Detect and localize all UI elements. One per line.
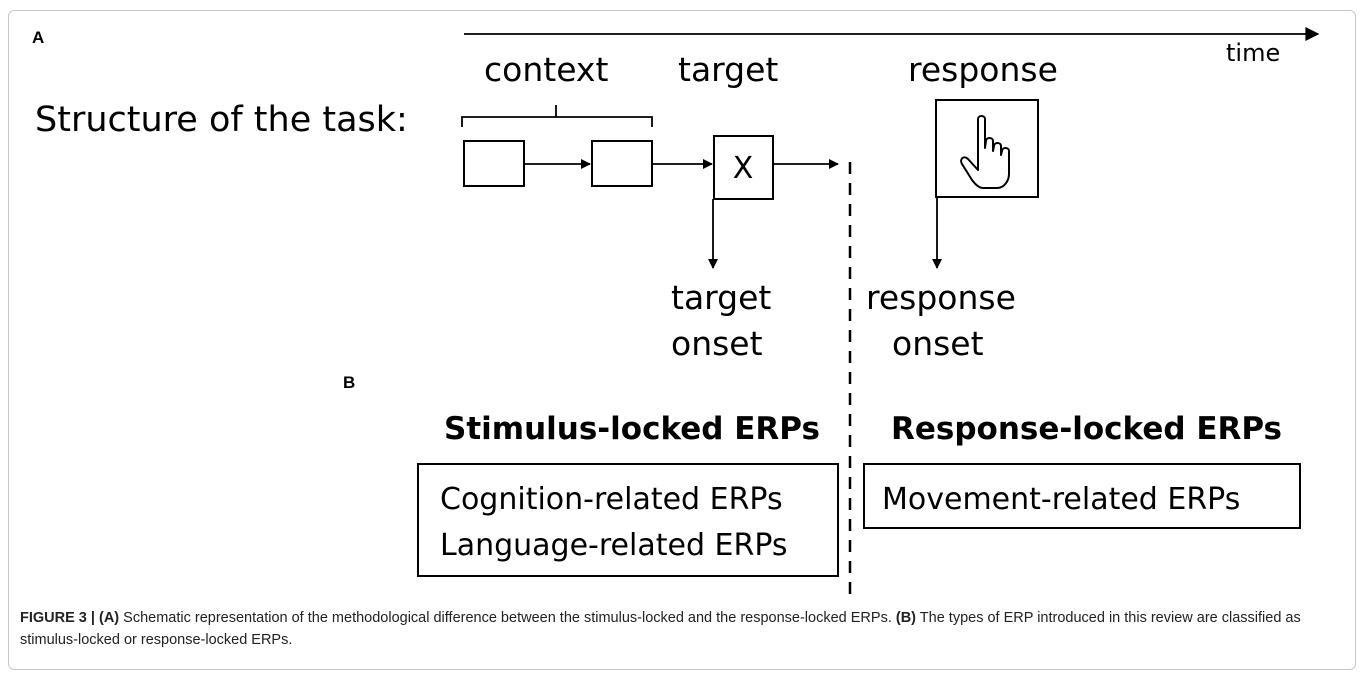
caption-figure-label: FIGURE 3 | xyxy=(20,610,95,626)
stimulus-locked-heading: Stimulus-locked ERPs xyxy=(444,411,820,447)
figure-caption: FIGURE 3 | (A) Schematic representation … xyxy=(20,607,1340,651)
context-brace xyxy=(461,105,653,127)
task-structure-diagram: A B time Structure of the task: context … xyxy=(32,27,1320,595)
target-box xyxy=(713,135,774,200)
target-onset-line2: onset xyxy=(671,324,763,363)
figure-frame xyxy=(8,10,1356,670)
target-label: target xyxy=(678,50,778,89)
caption-part-b-tag: (B) xyxy=(895,610,917,626)
response-erp-box xyxy=(863,463,1301,529)
panel-b-letter: B xyxy=(343,373,355,392)
time-label: time xyxy=(1226,39,1280,67)
panel-a-letter: A xyxy=(32,28,44,47)
response-label: response xyxy=(908,50,1058,89)
target-onset-line1: target xyxy=(671,278,771,317)
response-box xyxy=(935,99,1039,198)
context-box-1 xyxy=(463,140,525,187)
response-onset-line2: onset xyxy=(892,324,984,363)
context-label: context xyxy=(484,50,608,89)
response-locked-heading: Response-locked ERPs xyxy=(891,411,1282,447)
stimulus-erp-item-1: Cognition-related ERPs xyxy=(440,482,783,517)
response-onset-line1: response xyxy=(866,278,1016,317)
response-erp-item-1: Movement-related ERPs xyxy=(882,482,1240,517)
stimulus-erp-box xyxy=(417,463,839,577)
caption-part-a-tag: (A) xyxy=(99,610,120,626)
target-symbol: X xyxy=(733,151,754,186)
hand-pointer-icon xyxy=(960,115,1010,189)
stimulus-erp-item-2: Language-related ERPs xyxy=(440,528,788,563)
context-box-2 xyxy=(591,140,653,187)
task-structure-label: Structure of the task: xyxy=(35,100,408,140)
caption-part-a-text: Schematic representation of the methodol… xyxy=(123,610,892,626)
caption-part-b-text: The types of ERP introduced in this revi… xyxy=(20,610,1301,648)
